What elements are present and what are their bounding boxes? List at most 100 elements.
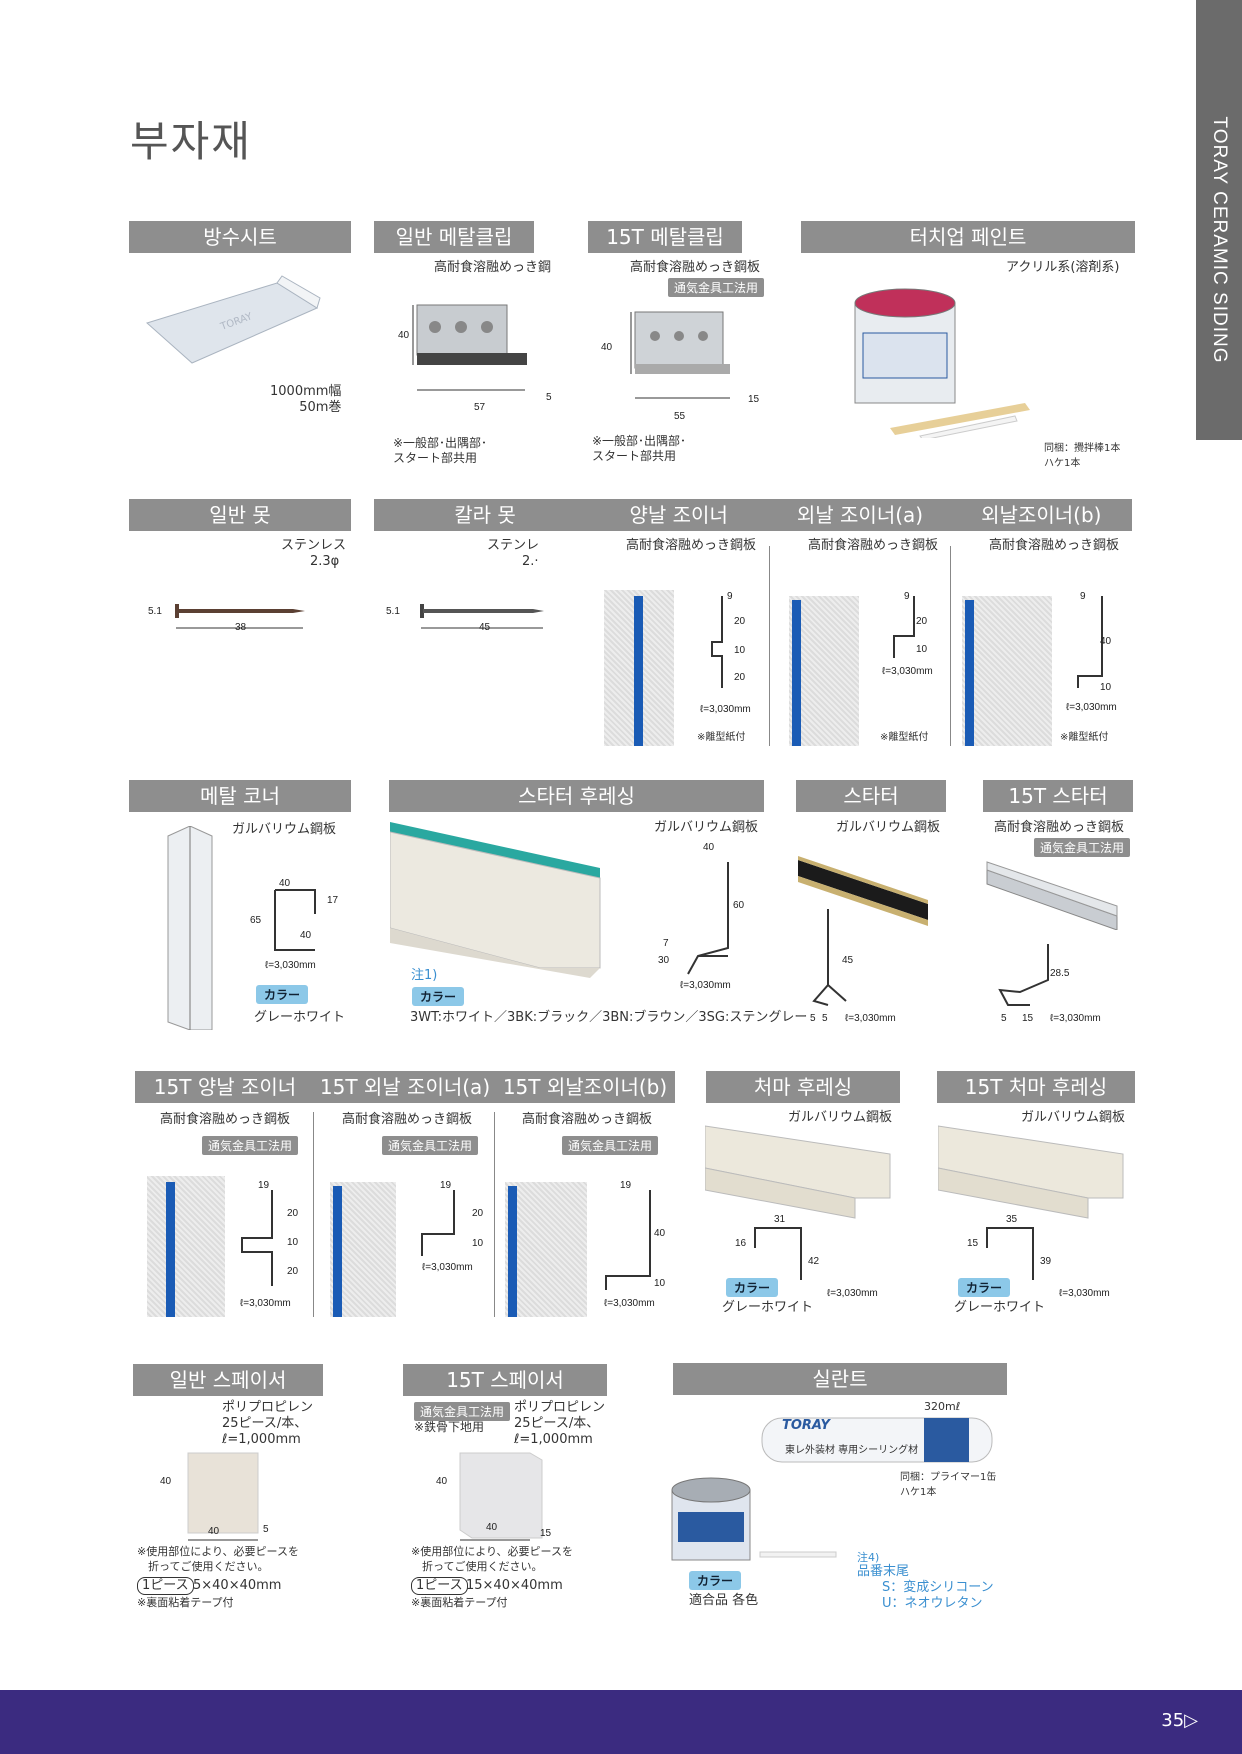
- starter-flashing-dim-height: 60: [733, 900, 745, 911]
- starter-length: ℓ=3,030mm: [845, 1013, 896, 1024]
- joiner15-c-dim-2: 40: [654, 1228, 666, 1239]
- joiner-c-strip: [965, 600, 974, 746]
- joiner-b-dim-3: 10: [916, 644, 928, 655]
- metal-corner-dim-height: 65: [250, 915, 262, 926]
- clip15-header: 15T 메탈클립: [588, 221, 742, 253]
- joiner15-c-length: ℓ=3,030mm: [604, 1298, 655, 1309]
- eave-flashing-header: 처마 후레싱: [706, 1071, 900, 1103]
- starter-flashing-length: ℓ=3,030mm: [680, 980, 731, 991]
- eave15-header: 15T 처마 후레싱: [937, 1071, 1135, 1103]
- metal-corner-image: [160, 825, 220, 1031]
- starter15-profile: [990, 940, 1070, 1015]
- nail-dim-head: 5.1: [148, 606, 162, 617]
- clip15-note: ※一般部･出隅部･ スタート部共用: [592, 434, 687, 463]
- spacer15-material: ポリプロピレン: [514, 1400, 606, 1415]
- joiner15-single-a-title: 15T 외날 조이너(a): [319, 1075, 491, 1099]
- nail-material: ステンレス: [281, 538, 347, 553]
- starter-flashing-material: ガルバリウム鋼板: [654, 820, 759, 835]
- metal-clip-drawing: [395, 295, 555, 405]
- eave15-material: ガルバリウム鋼板: [1021, 1110, 1126, 1125]
- eave-flashing-length: ℓ=3,030mm: [827, 1288, 878, 1299]
- joiner-b-strip: [792, 600, 801, 746]
- spacer-piece-label: 1ピース: [137, 1577, 194, 1595]
- joiner-single-b-title: 외날조이너(b): [981, 503, 1102, 527]
- spacer15-badge: 通気金具工法用: [414, 1402, 511, 1421]
- joiner15-a-dim-2: 20: [287, 1208, 299, 1219]
- touchup-paint-note: 同梱：攪拌棒1本 ハケ1本: [1044, 443, 1121, 469]
- joiner15-single-b-title: 15T 외날조이너(b): [502, 1075, 668, 1099]
- joiner15-c-material: 高耐食溶融めっき鋼板: [522, 1112, 653, 1127]
- joiner15-a-length: ℓ=3,030mm: [240, 1298, 291, 1309]
- joiner-a-note: ※離型紙付: [697, 732, 746, 743]
- joiner15-divider-2: [494, 1112, 495, 1317]
- spacer15-dim-width: 40: [486, 1522, 498, 1533]
- starter15-material: 高耐食溶融めっき鋼板: [994, 820, 1125, 835]
- joiner-divider-2: [950, 546, 951, 746]
- joiner15-b-dim-2: 20: [472, 1208, 484, 1219]
- footer-bar: 35▷: [0, 1690, 1242, 1754]
- spacer-tape-note: ※裏面粘着テープ付: [137, 1596, 234, 1609]
- side-tab: TORAY CERAMIC SIDING: [1196, 0, 1242, 440]
- spacer15-sub: ※鉄骨下地用: [414, 1420, 485, 1434]
- eave15-color: グレーホワイト: [954, 1300, 1046, 1315]
- joiner15-c-dim-1: 19: [620, 1180, 632, 1191]
- eave-flashing-color-badge: カラー: [726, 1278, 779, 1297]
- joiner-b-dim-1: 9: [904, 591, 910, 602]
- spacer-image: [180, 1448, 270, 1543]
- joiner-a-dim-1: 9: [727, 591, 733, 602]
- waterproof-sheet-spec: 1000mm幅 50m巻: [270, 384, 342, 415]
- sealant-tube-image: [752, 1410, 1002, 1470]
- joiner-header: 양날 조이너 외날 조이너(a) 외날조이너(b): [588, 499, 1132, 531]
- joiner15-header: 15T 양날 조이너 15T 외날 조이너(a) 15T 외날조이너(b): [135, 1071, 675, 1103]
- joiner15-b-length: ℓ=3,030mm: [422, 1262, 473, 1273]
- metal-corner-header: 메탈 코너: [129, 780, 351, 812]
- joiner-a-length: ℓ=3,030mm: [700, 704, 751, 715]
- touchup-paint-material: アクリル系(溶剤系): [1006, 260, 1120, 275]
- metal-clip-material: 高耐食溶融めっき鋼: [434, 260, 552, 275]
- spacer15-note: ※使用部位により、必要ピースを 折ってご使用ください。: [411, 1545, 574, 1573]
- joiner-a-dim-4: 20: [734, 672, 746, 683]
- eave15-length: ℓ=3,030mm: [1059, 1288, 1110, 1299]
- metal-corner-color-badge: カラー: [256, 985, 309, 1004]
- spacer15-tape-note: ※裏面粘着テープ付: [411, 1596, 508, 1609]
- spacer-dim-thickness: 5: [263, 1524, 269, 1535]
- joiner-a-dim-3: 10: [734, 645, 746, 656]
- metal-clip-dim-width: 57: [474, 402, 486, 413]
- spacer15-piece-label: 1ピース: [411, 1577, 468, 1595]
- spacer-header: 일반 스페이서: [133, 1364, 323, 1396]
- color-nail-dim-head: 5.1: [386, 606, 400, 617]
- clip15-badge: 通気金具工法用: [668, 278, 765, 297]
- starter15-dim-height: 28.5: [1050, 968, 1070, 979]
- joiner15-a-dim-3: 10: [287, 1237, 299, 1248]
- joiner15-c-profile: [600, 1186, 660, 1296]
- starter-profile: [798, 905, 868, 1017]
- side-tab-label: TORAY CERAMIC SIDING: [1209, 116, 1230, 364]
- touchup-paint-header: 터치업 페인트: [801, 221, 1135, 253]
- metal-clip-dim-height: 40: [398, 330, 410, 341]
- joiner-c-note: ※離型紙付: [1060, 732, 1109, 743]
- starter-flashing-header: 스타터 후레싱: [389, 780, 764, 812]
- starter-flashing-image: [389, 818, 610, 993]
- joiner15-c-dim-3: 10: [654, 1278, 666, 1289]
- joiner15-divider-1: [313, 1112, 314, 1317]
- eave-flashing-dim-lip: 16: [735, 1238, 747, 1249]
- spacer-material: ポリプロピレン: [222, 1400, 314, 1415]
- joiner-b-length: ℓ=3,030mm: [882, 666, 933, 677]
- starter-flashing-dim-top: 40: [703, 842, 715, 853]
- starter-image: [796, 820, 936, 930]
- metal-corner-length: ℓ=3,030mm: [265, 960, 316, 971]
- nail-header: 일반 못: [129, 499, 351, 531]
- waterproof-sheet-header: 방수시트: [129, 221, 351, 253]
- starter-flashing-dim-lip: 7: [663, 938, 669, 949]
- eave15-dim-height: 39: [1040, 1256, 1052, 1267]
- eave-flashing-material: ガルバリウム鋼板: [788, 1110, 893, 1125]
- starter-flashing-color-badge: カラー: [412, 987, 465, 1006]
- spacer15-dim-thickness: 15: [540, 1528, 552, 1539]
- joiner-a-profile: [708, 592, 758, 692]
- joiner15-c-wall: [505, 1182, 587, 1317]
- sealant-color: 適合品 各色: [689, 1593, 759, 1608]
- sealant-tube-text: 東レ外装材 専用シーリング材: [785, 1445, 919, 1456]
- starter-material: ガルバリウム鋼板: [836, 820, 941, 835]
- joiner-c-length: ℓ=3,030mm: [1066, 702, 1117, 713]
- sealant-type-u: U：ネオウレタン: [882, 1596, 983, 1611]
